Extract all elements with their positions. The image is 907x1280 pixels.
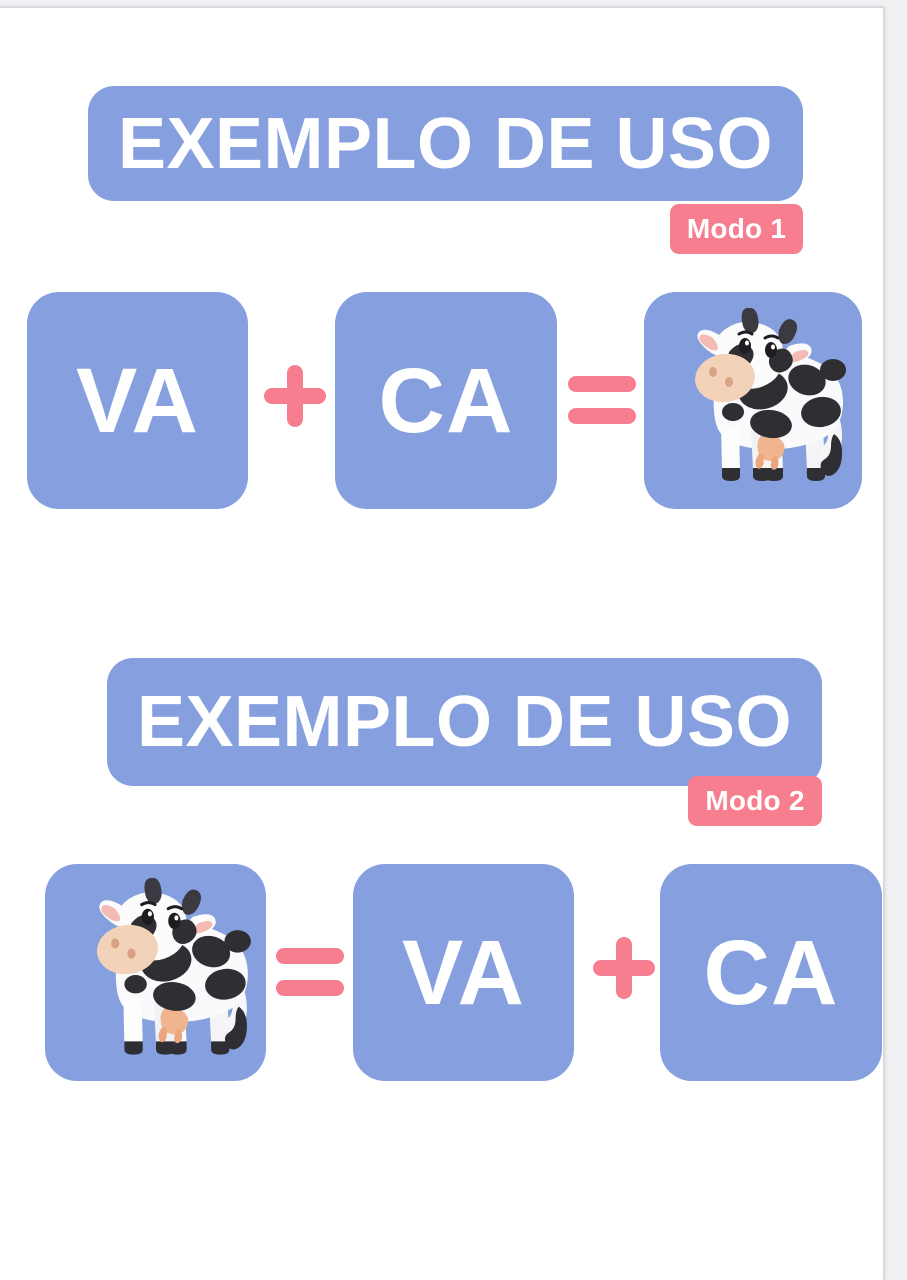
section-1-term-va-label: VA (76, 349, 199, 452)
plus-icon (593, 937, 655, 999)
section-1-image-cow (644, 292, 862, 509)
section-2-image-cow (45, 864, 266, 1081)
section-1-term-ca-label: CA (378, 349, 514, 452)
section-2-mode-badge-text: Modo 2 (705, 785, 805, 816)
cow-illustration (644, 292, 862, 509)
section-2-term-va-label: VA (402, 921, 525, 1024)
cow-illustration (45, 864, 266, 1081)
section-1-mode-badge-text: Modo 1 (686, 213, 787, 244)
section-2-term-ca-label: CA (703, 921, 839, 1024)
section-1-title-bar: EXEMPLO DE USO (88, 86, 803, 201)
equals-icon (568, 376, 636, 424)
section-2-term-ca: CA (660, 864, 882, 1081)
slide-sheet: EXEMPLO DE USO Modo 1 VA CA (0, 7, 884, 1280)
section-1-term-va: VA (27, 292, 248, 509)
section-2-title-text: EXEMPLO DE USO (136, 682, 793, 762)
section-1-mode-badge: Modo 1 (670, 204, 803, 254)
section-2-term-va: VA (353, 864, 574, 1081)
section-2-mode-badge: Modo 2 (688, 776, 822, 826)
plus-icon (264, 365, 326, 427)
section-1-term-ca: CA (335, 292, 557, 509)
equals-icon (276, 948, 344, 996)
section-1-title-text: EXEMPLO DE USO (117, 103, 774, 184)
section-2-title-bar: EXEMPLO DE USO (107, 658, 822, 786)
